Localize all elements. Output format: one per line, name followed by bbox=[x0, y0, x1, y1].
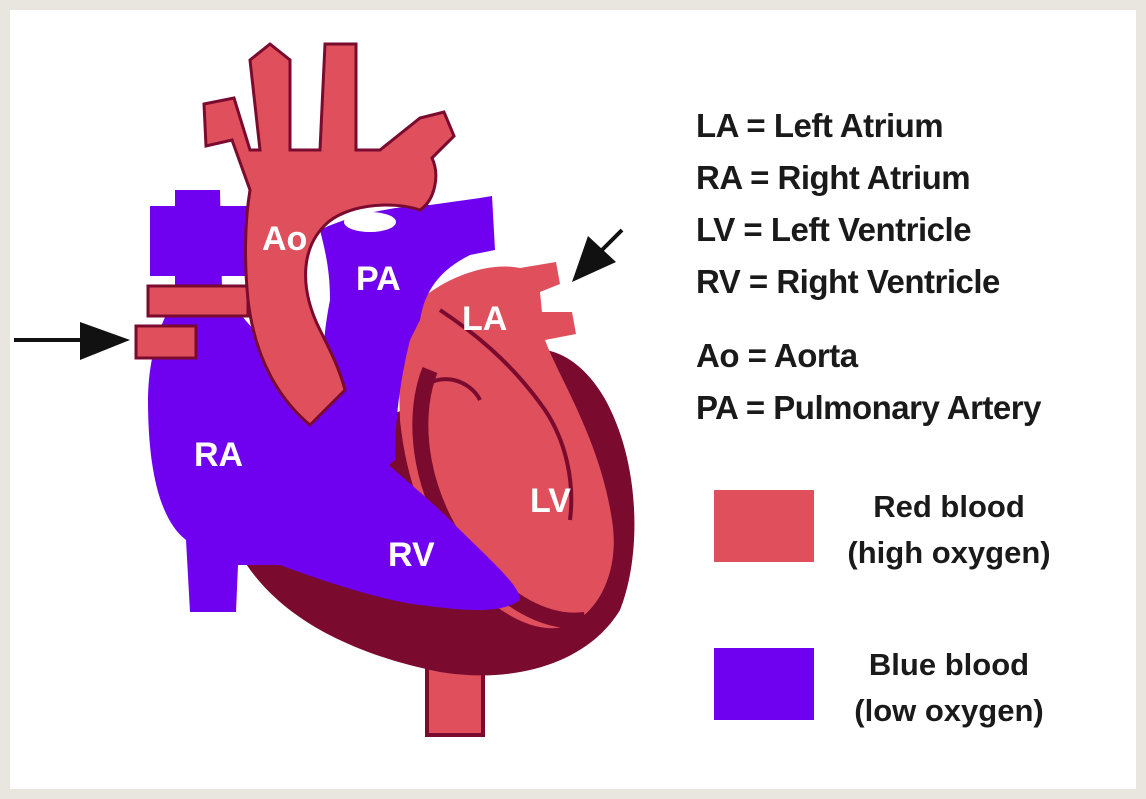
vena-cava-branch bbox=[150, 206, 260, 276]
blue-blood-swatch bbox=[714, 648, 814, 720]
arrow-right bbox=[572, 230, 622, 282]
arrow-left bbox=[14, 322, 130, 360]
red-blood-sublabel: (high oxygen) bbox=[824, 530, 1074, 576]
red-blood-label: Red blood bbox=[824, 484, 1074, 530]
legend-item-pa: PA = Pulmonary Artery bbox=[696, 382, 1116, 434]
legend-item-rv: RV = Right Ventricle bbox=[696, 256, 1116, 308]
label-rv: RV bbox=[388, 536, 435, 574]
aorta-gap bbox=[344, 212, 396, 232]
label-pa: PA bbox=[356, 260, 401, 298]
legend-item-lv: LV = Left Ventricle bbox=[696, 204, 1116, 256]
label-ao: Ao bbox=[262, 220, 307, 258]
pulmonary-vein-lower bbox=[136, 326, 196, 358]
legend-item-la: LA = Left Atrium bbox=[696, 100, 1116, 152]
key-blue-blood: Blue blood (low oxygen) bbox=[714, 648, 1134, 728]
label-lv: LV bbox=[530, 482, 571, 520]
red-blood-swatch bbox=[714, 490, 814, 562]
blue-blood-label: Blue blood bbox=[824, 642, 1074, 688]
label-ra: RA bbox=[194, 436, 243, 474]
label-la: LA bbox=[462, 300, 507, 338]
legend-item-ra: RA = Right Atrium bbox=[696, 152, 1116, 204]
blue-blood-sublabel: (low oxygen) bbox=[824, 688, 1074, 734]
abbreviation-legend: LA = Left Atrium RA = Right Atrium LV = … bbox=[696, 100, 1116, 434]
pulmonary-vein-upper bbox=[148, 286, 248, 316]
key-red-blood: Red blood (high oxygen) bbox=[714, 490, 1134, 570]
legend-item-ao: Ao = Aorta bbox=[696, 330, 1116, 382]
